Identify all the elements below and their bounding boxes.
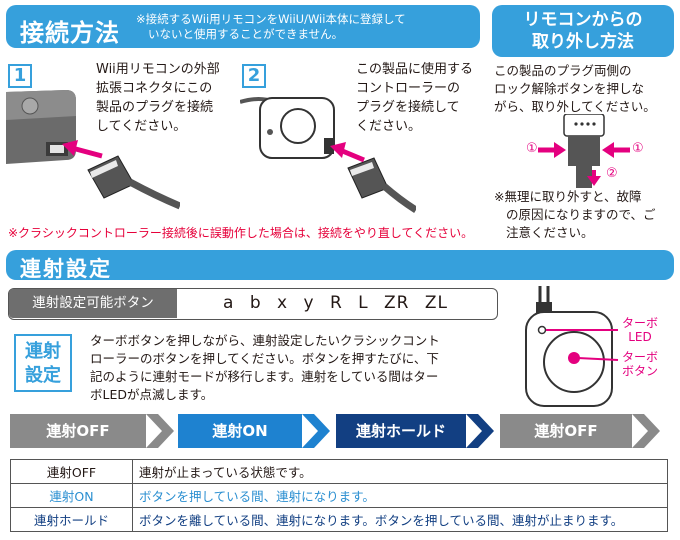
flow-arrow-2 <box>302 414 330 448</box>
connect-title: 接続方法 <box>20 19 120 47</box>
rensha-header: 連射設定 <box>6 250 674 281</box>
turbo-led-label: ターボ LED <box>622 316 659 344</box>
step-1-text: Wii用リモコンの外部 拡張コネクタにこの 製品のプラグを接続 してください。 <box>96 62 220 134</box>
mode-name: 連射OFF <box>10 459 133 484</box>
connect-note: ※接続するWii用リモコンをWiiU/Wii本体に登録して いないと使用すること… <box>136 12 406 41</box>
connect-caution: ※クラシックコントローラー接続後に誤動作した場合は、接続をやり直してください。 <box>8 226 474 240</box>
remove-text: この製品のプラグ両側の ロック解除ボタンを押しな がら、取り外してください。 <box>494 63 656 114</box>
flow-arrow-3 <box>466 414 494 448</box>
table-row: 連射ON ボタンを押している間、連射になります。 <box>10 483 668 508</box>
step-1-number: 1 <box>8 64 32 88</box>
mode-name: 連射ホールド <box>10 507 133 532</box>
table-row: 連射OFF 連射が止まっている状態です。 <box>10 459 668 484</box>
flow-off-2: 連射OFF <box>500 414 632 448</box>
step-1-illustration <box>6 90 180 210</box>
flow-on: 連射ON <box>178 414 302 448</box>
flow-off: 連射OFF <box>10 414 146 448</box>
rensha-buttons-bar: 連射設定可能ボタン a b x y R L ZR ZL <box>8 288 498 320</box>
device-illustration <box>525 286 619 407</box>
rensha-set-label: 連射 設定 <box>14 334 72 392</box>
remove-mark-1-right: ① <box>632 141 644 156</box>
mode-table: 連射OFF 連射が止まっている状態です。 連射ON ボタンを押している間、連射に… <box>10 459 668 532</box>
flow-hold: 連射ホールド <box>336 414 466 448</box>
flow-arrow-4 <box>632 414 660 448</box>
mode-desc: ボタンを離している間、連射になります。ボタンを押している間、連射が止まります。 <box>132 507 668 532</box>
flow-arrow-1 <box>146 414 174 448</box>
mode-desc: ボタンを押している間、連射になります。 <box>132 483 668 508</box>
rensha-buttons-list: a b x y R L ZR ZL <box>223 293 449 313</box>
rensha-title: 連射設定 <box>20 257 112 281</box>
mode-name: 連射ON <box>10 483 133 508</box>
remove-mark-2: ② <box>606 166 618 181</box>
connect-header: 接続方法 ※接続するWii用リモコンをWiiU/Wii本体に登録して いないと使… <box>6 5 480 48</box>
table-row: 連射ホールド ボタンを離している間、連射になります。ボタンを押している間、連射が… <box>10 507 668 532</box>
step-2-number: 2 <box>242 64 266 88</box>
mode-desc: 連射が止まっている状態です。 <box>132 459 668 484</box>
turbo-button-label: ターボ ボタン <box>622 350 659 378</box>
rensha-description: ターボボタンを押しながら、連射設定したいクラシックコント ローラーのボタンを押し… <box>90 333 440 402</box>
remove-illustration <box>538 114 630 188</box>
step-2-text: この製品に使用する コントローラーの プラグを接続して ください。 <box>356 62 474 134</box>
remove-header: リモコンからの 取り外し方法 <box>492 5 674 57</box>
rensha-buttons-label: 連射設定可能ボタン <box>9 289 177 318</box>
remove-note: ※無理に取り外すと、故障 の原因になりますので、ご 注意ください。 <box>494 189 656 240</box>
step-2-illustration <box>240 97 416 213</box>
remove-mark-1-left: ① <box>526 141 538 156</box>
